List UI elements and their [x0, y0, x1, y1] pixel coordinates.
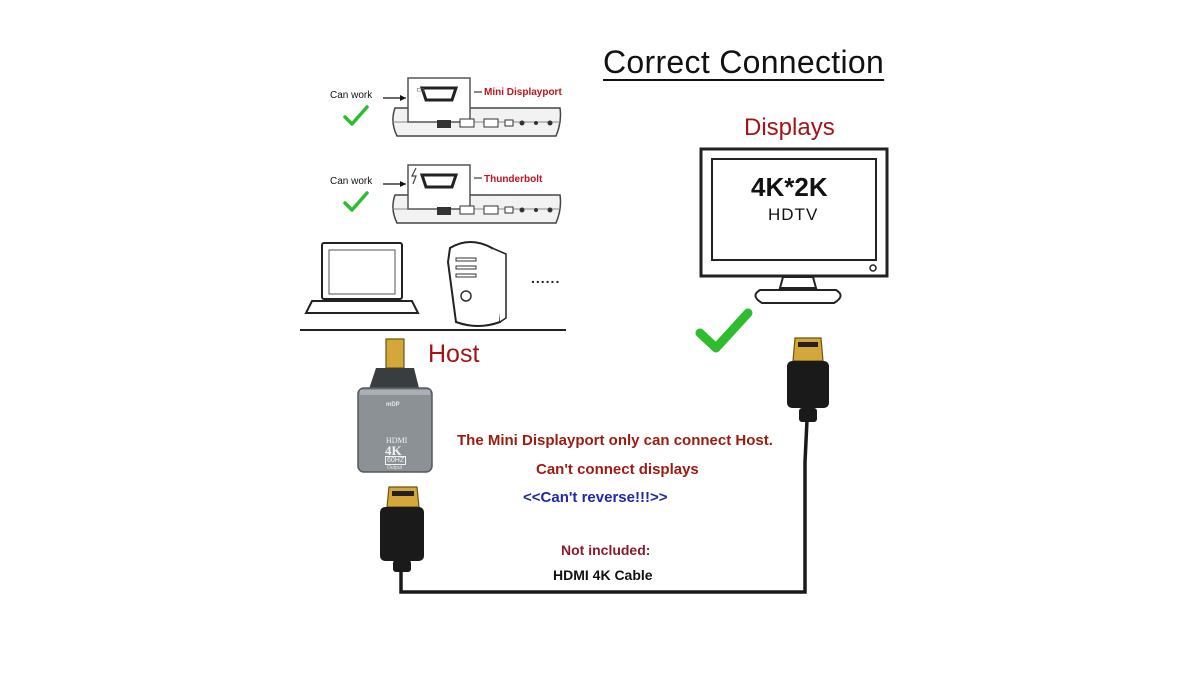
check-icon	[343, 191, 369, 212]
hdmi-connector-host-end	[380, 486, 424, 572]
laptop-side-mini-displayport: ▭	[343, 77, 562, 137]
note-host-only: The Mini Displayport only can connect Ho…	[457, 432, 773, 449]
adapter-60hz-text: 60HZ	[385, 456, 407, 465]
laptop-side-thunderbolt	[343, 164, 562, 224]
cable-name-label: HDMI 4K Cable	[553, 567, 653, 583]
displays-label: Displays	[744, 114, 835, 141]
hdtv-text: HDTV	[768, 205, 819, 224]
desktop-tower-icon	[446, 241, 507, 327]
note-cant-reverse: <<Can't reverse!!!>>	[523, 489, 668, 506]
big-check-icon	[695, 308, 753, 353]
hdmi-connector-display-end	[787, 337, 829, 422]
check-icon	[343, 105, 369, 126]
mdp-logo: mDP	[386, 402, 400, 408]
page-title: Correct Connection	[603, 44, 885, 80]
hdmi-cable	[399, 419, 809, 594]
host-label: Host	[428, 340, 480, 368]
mini-dp-to-hdmi-adapter	[357, 338, 433, 473]
not-included-label: Not included:	[561, 542, 651, 558]
thunderbolt-icon	[411, 167, 417, 185]
adapter-output-text: Output	[387, 465, 403, 471]
mini-dp-plug	[385, 338, 405, 369]
port-label-thunderbolt: Thunderbolt	[484, 174, 543, 185]
can-work-label: Can work	[330, 90, 373, 101]
adapter-4k-text: 4K	[385, 443, 402, 458]
port-label-mini-displayport: Mini Displayport	[484, 87, 562, 98]
svg-text:▭: ▭	[416, 85, 425, 95]
hdtv-monitor	[699, 147, 889, 304]
laptop-icon	[304, 242, 420, 314]
note-no-displays: Can't connect displays	[536, 461, 699, 478]
more-devices-ellipsis: ......	[531, 270, 561, 286]
resolution-text: 4K*2K	[751, 172, 828, 202]
can-work-label: Can work	[330, 176, 373, 187]
adapter-hdmi-text: HDMI	[386, 436, 408, 445]
